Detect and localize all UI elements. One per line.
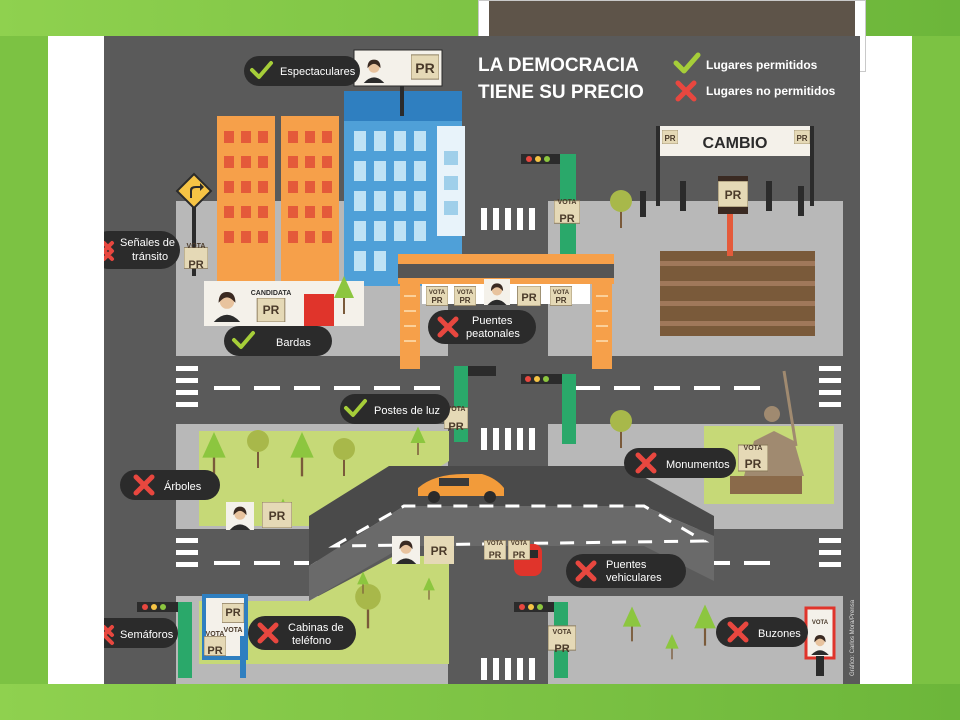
- pr-text-bridge-1: PR: [431, 296, 442, 305]
- pr-text-light-right: PR: [554, 643, 569, 655]
- pr-text-post: PR: [448, 421, 463, 433]
- city-map: PR PR PR CAMBIO PR CANDIDATA PR VOTA PR …: [104, 36, 860, 684]
- monumentos-label: Monumentos: [666, 459, 730, 471]
- label-buzones: Buzones: [716, 617, 808, 647]
- pr-text-stage-right: PR: [796, 134, 807, 143]
- label-puentes-vehiculares: Puentes vehiculares: [566, 554, 686, 588]
- postes-label: Postes de luz: [374, 405, 440, 417]
- bardas-label: Bardas: [276, 337, 311, 349]
- cross-icon: [635, 452, 657, 474]
- pr-text-booth: PR: [225, 607, 240, 619]
- cross-icon: [675, 80, 697, 102]
- cross-icon: [257, 622, 279, 644]
- label-arboles: Árboles: [120, 470, 220, 500]
- pr-text-road-sign: PR: [188, 259, 203, 271]
- pr-text-light-left: PR: [207, 645, 222, 657]
- pr-signs: [184, 54, 832, 657]
- check-icon: [232, 331, 255, 349]
- label-cabinas: Cabinas de teléfono: [248, 616, 356, 650]
- candidata-text: CANDIDATA: [251, 290, 292, 297]
- label-postes: Postes de luz: [340, 394, 450, 424]
- puentes-peatonales-line-2: peatonales: [466, 328, 520, 340]
- pr-text-overpass-2: PR: [513, 550, 526, 560]
- puentes-vehiculares-line-2: vehiculares: [606, 572, 662, 584]
- senales-label-line-1: Señales de: [120, 237, 175, 249]
- cabinas-label-line-1: Cabinas de: [288, 622, 344, 634]
- puentes-peatonales-line-1: Puentes: [472, 315, 513, 327]
- cabinas-label-line-2: teléfono: [292, 635, 331, 647]
- puentes-vehiculares-line-1: Puentes: [606, 559, 647, 571]
- vota-text-bridge-1: VOTA: [429, 290, 446, 296]
- vota-text-overpass-2: VOTA: [511, 541, 528, 547]
- buildings: [217, 86, 465, 286]
- vota-text-monument: VOTA: [744, 445, 763, 452]
- road-warning-sign: [175, 172, 213, 276]
- cross-icon: [104, 241, 114, 261]
- pr-text-monument: PR: [745, 457, 762, 471]
- label-bardas: Bardas: [224, 326, 332, 356]
- cross-icon: [437, 316, 459, 338]
- label-senales: Señales de tránsito: [104, 231, 180, 269]
- arboles-label: Árboles: [164, 480, 202, 493]
- label-puentes-peatonales: Puentes peatonales: [428, 310, 536, 344]
- check-icon: [673, 52, 701, 74]
- cross-icon: [575, 560, 597, 582]
- senales-label-line-2: tránsito: [132, 251, 168, 263]
- sign-texts: PR PR PR CAMBIO PR CANDIDATA PR VOTA PR …: [187, 60, 829, 657]
- pr-text-bridge-2: PR: [459, 296, 470, 305]
- label-espectaculares: Espectaculares: [244, 56, 360, 86]
- semaforos-label: Semáforos: [120, 629, 174, 641]
- vota-text-light-right: VOTA: [553, 629, 572, 636]
- legend: Lugares permitidos Lugares no permitidos: [673, 52, 836, 102]
- background-bottom-stripe: [0, 684, 960, 720]
- pr-text-overpass: PR: [431, 544, 448, 558]
- label-semaforos: Semáforos: [104, 618, 178, 648]
- vota-text-post: VOTA: [447, 406, 466, 413]
- vota-text-bridge-2: VOTA: [457, 290, 474, 296]
- vota-text-light-left: VOTA: [206, 631, 225, 638]
- credit-text: Gráfico: Carlos Mora/Prensa: [850, 599, 856, 676]
- vota-text-pole-top: VOTA: [558, 199, 577, 206]
- check-icon: [250, 61, 273, 79]
- legend-allowed-label: Lugares permitidos: [706, 58, 818, 72]
- pr-text-bridge-4: PR: [555, 296, 566, 305]
- vota-text-bridge-4: VOTA: [553, 290, 570, 296]
- vota-text-overpass-1: VOTA: [487, 541, 504, 547]
- cross-icon: [133, 474, 155, 496]
- title-line-1: LA DEMOCRACIA: [478, 55, 639, 76]
- title-block: LA DEMOCRACIA TIENE SU PRECIO: [478, 55, 644, 103]
- cambio-text: CAMBIO: [703, 135, 768, 152]
- vota-text-booth: VOTA: [224, 627, 243, 634]
- cross-icon: [727, 621, 749, 643]
- pr-text-billboard: PR: [415, 60, 434, 76]
- crosswalks: [176, 208, 841, 680]
- espectaculares-label: Espectaculares: [280, 66, 356, 78]
- vehicular-overpass: [309, 466, 714, 601]
- lane-markings: [214, 386, 770, 565]
- vota-text-mailbox: VOTA: [812, 620, 829, 626]
- stadium-stands: [640, 126, 815, 336]
- infographic: PR PR PR CAMBIO PR CANDIDATA PR VOTA PR …: [104, 36, 860, 684]
- pr-text-tree: PR: [269, 509, 286, 523]
- label-monumentos: Monumentos: [624, 448, 736, 478]
- pr-text-podium: PR: [725, 188, 742, 202]
- pr-text-wall: PR: [263, 303, 280, 317]
- pr-text-stage-left: PR: [664, 134, 675, 143]
- pr-text-overpass-1: PR: [489, 550, 502, 560]
- pr-text-pole-top: PR: [559, 213, 574, 225]
- cross-icon: [104, 625, 114, 645]
- buzones-label: Buzones: [758, 628, 801, 640]
- pr-text-bridge-3: PR: [521, 292, 536, 304]
- vota-text-road-sign: VOTA: [187, 243, 206, 250]
- title-line-2: TIENE SU PRECIO: [478, 82, 644, 103]
- check-icon: [344, 399, 367, 417]
- orange-car: [418, 474, 504, 503]
- legend-forbidden-label: Lugares no permitidos: [706, 84, 836, 98]
